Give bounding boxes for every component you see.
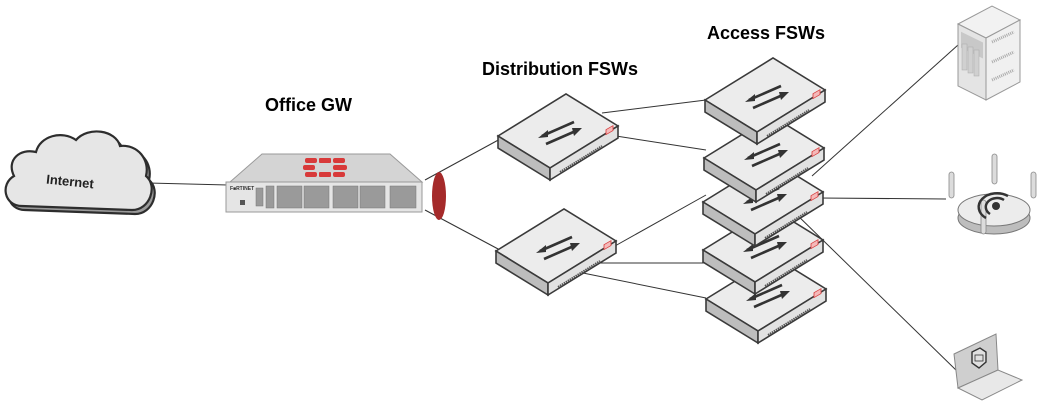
link-dist1-acc1 — [601, 99, 707, 114]
link-internet-gw — [147, 182, 229, 186]
office-gw-firewall: F■RTINET — [225, 153, 424, 213]
laptop-icon — [953, 333, 1024, 401]
wireless-access-point-icon — [948, 153, 1037, 235]
shield-icon — [971, 347, 987, 369]
fortinet-logo-icon — [303, 158, 347, 177]
brand-label: F■RTINET — [230, 186, 254, 192]
access-fsws-label: Access FSWs — [707, 23, 826, 43]
link-acc3-ap — [817, 197, 947, 200]
access-switch-1 — [703, 56, 827, 146]
link-acc2-server — [811, 44, 959, 177]
link-dist2-acc5 — [577, 271, 707, 299]
distribution-switch-1 — [496, 92, 620, 182]
distribution-fsws-label: Distribution FSWs — [482, 59, 638, 79]
link-dist1-acc2 — [615, 135, 707, 151]
office-gw-label: Office GW — [265, 95, 353, 115]
internet-cloud: Internet — [4, 130, 156, 216]
lag-oval — [432, 172, 446, 220]
link-dist2-acc3 — [605, 194, 707, 252]
distribution-switch-2 — [494, 207, 618, 297]
internet-label: Internet — [46, 172, 96, 192]
port-block — [255, 185, 417, 209]
link-acc3-laptop — [791, 209, 959, 373]
server-icon — [956, 5, 1022, 101]
